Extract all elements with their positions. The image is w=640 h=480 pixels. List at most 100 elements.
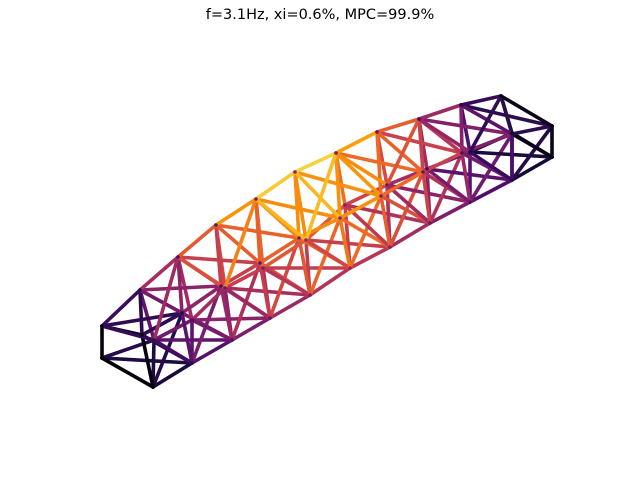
- truss-node: [468, 150, 472, 154]
- truss-node: [268, 316, 272, 320]
- truss-member: [417, 117, 472, 154]
- truss-member: [510, 131, 554, 159]
- truss-node: [468, 200, 472, 204]
- truss-member: [297, 236, 312, 297]
- truss-node: [190, 318, 194, 322]
- truss-member: [468, 178, 514, 204]
- truss-member: [152, 338, 194, 365]
- truss-member: [258, 236, 301, 265]
- truss-member: [293, 170, 342, 220]
- truss-member: [214, 223, 262, 265]
- truss-member: [510, 124, 554, 182]
- truss-member: [425, 167, 472, 204]
- truss-member: [214, 223, 223, 288]
- truss-node: [214, 223, 218, 227]
- truss-node: [417, 117, 421, 121]
- truss-member: [468, 94, 503, 154]
- truss-node: [138, 288, 142, 292]
- truss-member: [421, 170, 432, 225]
- truss-member: [138, 255, 180, 292]
- truss-node: [176, 255, 180, 259]
- truss-member: [214, 197, 258, 227]
- truss-member: [375, 117, 421, 134]
- truss-members: [100, 94, 554, 389]
- truss-member: [510, 155, 554, 182]
- truss-member: [293, 151, 338, 174]
- truss-member: [100, 324, 156, 342]
- truss-member: [180, 311, 194, 365]
- truss-node: [375, 130, 379, 134]
- truss-member: [190, 318, 234, 342]
- truss-member: [338, 216, 352, 270]
- truss-member: [100, 288, 142, 328]
- truss-member: [140, 311, 184, 337]
- truss-node: [385, 183, 389, 187]
- truss-member: [421, 151, 464, 174]
- truss-member: [268, 293, 312, 320]
- truss-node: [550, 155, 554, 159]
- truss-member: [223, 197, 258, 290]
- truss-node: [297, 236, 301, 240]
- truss-node: [550, 124, 554, 128]
- truss-node: [223, 286, 227, 290]
- truss-node: [499, 94, 503, 98]
- truss-node: [348, 266, 352, 270]
- truss-member: [348, 194, 383, 270]
- truss-member: [460, 151, 472, 204]
- truss-node: [428, 221, 432, 225]
- truss-member: [428, 151, 464, 225]
- truss-member: [417, 117, 425, 174]
- truss-node: [338, 216, 342, 220]
- truss-member: [385, 183, 432, 225]
- truss-member: [388, 221, 432, 249]
- truss-node: [100, 324, 104, 328]
- truss-member: [499, 94, 554, 128]
- truss-member: [334, 151, 383, 198]
- truss-member: [375, 130, 425, 174]
- truss-node: [258, 261, 262, 265]
- truss-member: [308, 266, 352, 297]
- truss-member: [100, 356, 155, 389]
- truss-node: [230, 338, 234, 342]
- truss-member: [219, 284, 234, 342]
- truss-member: [140, 333, 155, 389]
- truss-member: [190, 286, 227, 322]
- truss-member: [459, 94, 503, 107]
- truss-member: [468, 150, 514, 182]
- truss-member: [348, 245, 392, 270]
- truss-member: [230, 316, 272, 342]
- truss-node: [460, 151, 464, 155]
- truss-member: [379, 170, 425, 198]
- truss-node: [334, 151, 338, 155]
- truss-node: [180, 311, 184, 315]
- truss-member: [428, 200, 472, 225]
- truss-node: [254, 197, 258, 201]
- truss-member: [261, 266, 312, 297]
- truss-member: [375, 130, 383, 198]
- truss-member: [334, 151, 389, 187]
- truss-member: [304, 238, 352, 270]
- truss-member: [223, 286, 272, 320]
- truss-member: [268, 236, 301, 320]
- truss-node: [379, 194, 383, 198]
- truss-node: [100, 356, 104, 360]
- truss-member: [334, 130, 379, 155]
- truss-member: [510, 124, 554, 136]
- truss-node: [308, 293, 312, 297]
- truss-member: [308, 216, 342, 297]
- truss-node: [151, 385, 155, 389]
- truss-member: [151, 361, 194, 389]
- truss-member: [180, 284, 223, 315]
- truss-member: [190, 338, 234, 365]
- truss-node: [293, 170, 297, 174]
- truss-member: [293, 170, 301, 240]
- truss-member: [338, 194, 383, 220]
- truss-member: [190, 316, 272, 322]
- truss-node: [421, 170, 425, 174]
- truss-member: [385, 117, 421, 187]
- truss-member: [297, 216, 342, 240]
- truss-member: [334, 151, 342, 220]
- truss-member: [254, 170, 297, 201]
